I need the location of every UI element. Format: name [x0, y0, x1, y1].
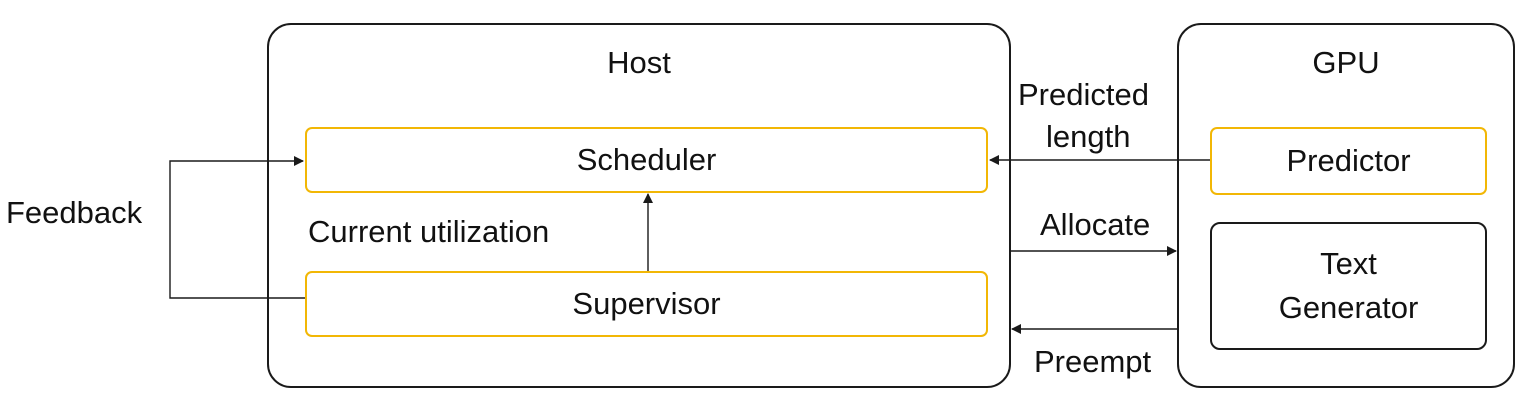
supervisor-label: Supervisor [572, 286, 721, 321]
predicted-length-label-line2: length [1046, 119, 1131, 154]
feedback-label: Feedback [6, 195, 143, 230]
predictor-box: Predictor [1210, 127, 1487, 195]
text-generator-box: Text Generator [1210, 222, 1487, 350]
predictor-label: Predictor [1286, 143, 1411, 178]
allocate-label: Allocate [1040, 207, 1151, 242]
supervisor-box: Supervisor [305, 271, 988, 337]
text-generator-label-line1: Text [1320, 246, 1377, 281]
predicted-length-label-line1: Predicted [1018, 77, 1149, 112]
gpu-title: GPU [1312, 45, 1380, 80]
host-title: Host [607, 45, 671, 80]
text-generator-label-line2: Generator [1278, 290, 1419, 325]
feedback-arrow [169, 156, 305, 299]
scheduler-box: Scheduler [305, 127, 988, 193]
scheduler-label: Scheduler [576, 142, 717, 177]
utilization-label: Current utilization [308, 214, 550, 249]
preempt-label: Preempt [1034, 344, 1152, 379]
gpu-container [1177, 23, 1515, 388]
host-container [267, 23, 1011, 388]
